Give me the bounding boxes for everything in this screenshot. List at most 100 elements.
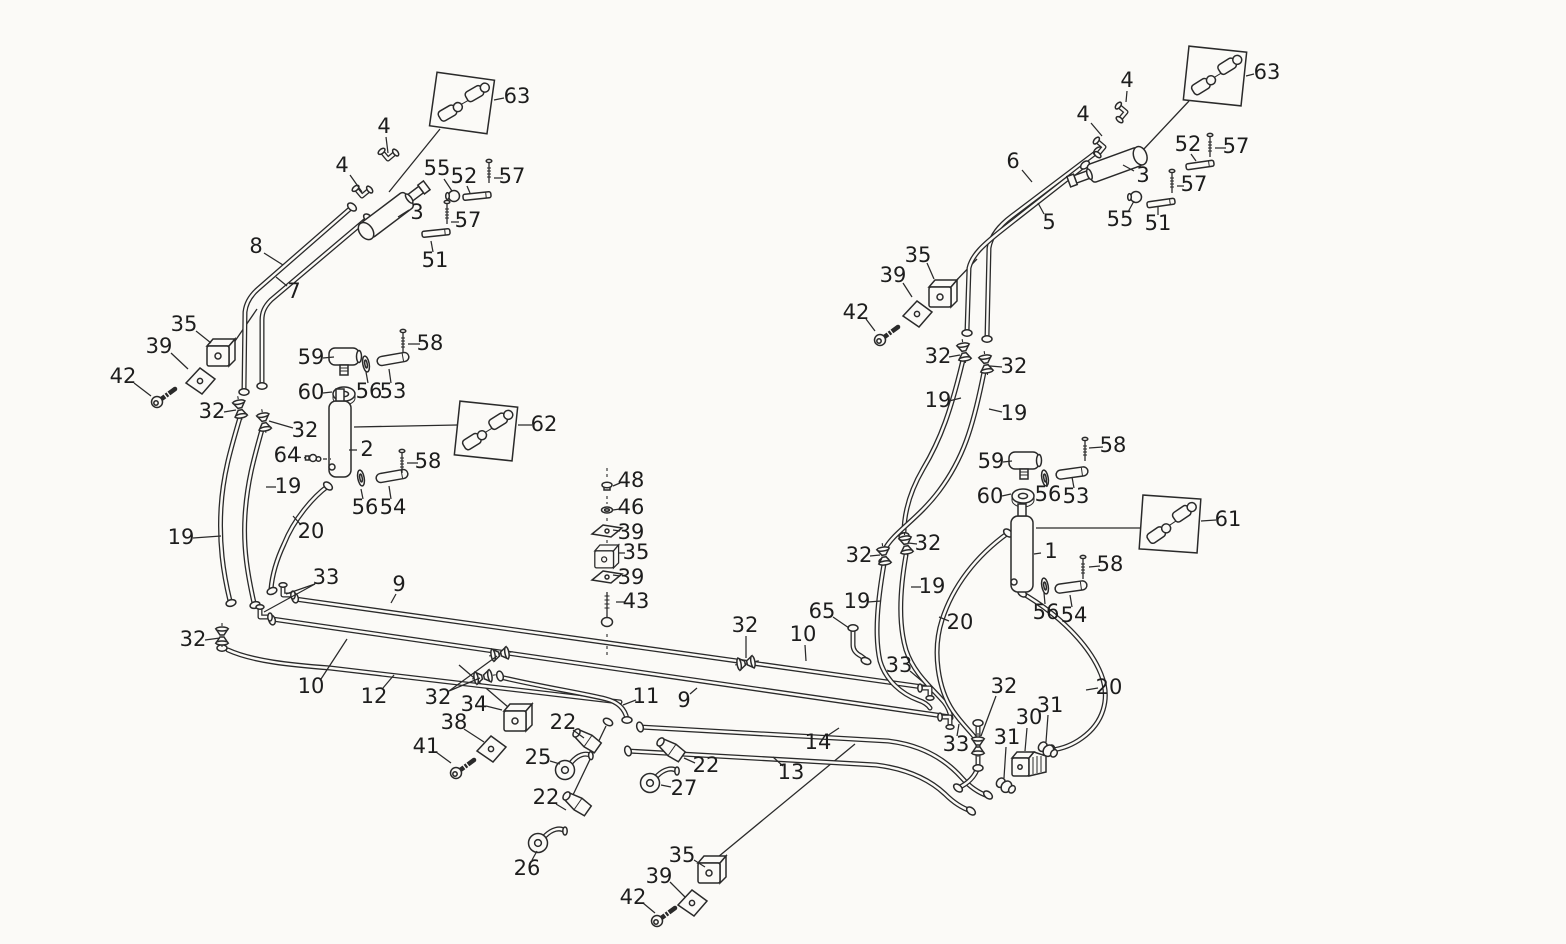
leader-56-25-0 <box>360 488 364 500</box>
leader-13-47-0 <box>772 756 784 767</box>
callout-4-85: 4 <box>1120 68 1133 92</box>
leader-22-41-0 <box>555 803 567 811</box>
callout-32-14: 32 <box>199 399 226 423</box>
callout-3-89: 3 <box>1136 163 1149 187</box>
leader-32-72-0 <box>907 542 918 545</box>
callout-41-38: 41 <box>413 734 440 758</box>
callout-60-78: 60 <box>977 484 1004 508</box>
leader-9-32-0 <box>390 593 397 604</box>
callout-53-19: 53 <box>380 379 407 403</box>
leader-11-43-0 <box>622 699 637 706</box>
detail-box-62 <box>454 401 517 461</box>
callout-63-84: 63 <box>1254 60 1281 84</box>
leader-33-31-0 <box>285 583 316 595</box>
leader-54-26-0 <box>388 485 392 500</box>
leader-42-13-0 <box>133 382 152 397</box>
leader-39-12-0 <box>170 352 189 370</box>
leader-55-3-0 <box>443 178 453 192</box>
callout-1-80: 1 <box>1044 539 1057 563</box>
leader-35-11-0 <box>195 330 212 344</box>
leader-51-8-0 <box>430 240 434 253</box>
leader-10-50-0 <box>804 644 807 662</box>
callout-19-52: 19 <box>844 589 871 613</box>
callout-54-26: 54 <box>380 495 407 519</box>
callout-26-42: 26 <box>514 856 541 880</box>
leader-20-28-0 <box>292 515 302 526</box>
callout-7-10: 7 <box>287 279 300 303</box>
leader-48-95-0 <box>612 482 621 487</box>
callout-60-20: 60 <box>298 380 325 404</box>
detail-box-61 <box>1139 495 1201 553</box>
callout-57-7: 57 <box>455 208 482 232</box>
leader-56-76-0 <box>1045 477 1048 488</box>
callout-57-88: 57 <box>1223 134 1250 158</box>
callout-55-3: 55 <box>424 156 451 180</box>
leader-52-4-0 <box>466 185 471 194</box>
leader-42-63-0 <box>642 902 656 914</box>
leader-32-15-0 <box>268 420 294 429</box>
callout-65-51: 65 <box>809 599 836 623</box>
callout-46-96: 46 <box>618 495 645 519</box>
leader-3-89-0 <box>1122 164 1135 172</box>
leader-53-77-0 <box>1071 476 1075 489</box>
callout-20-53: 20 <box>947 610 974 634</box>
callout-32-15: 32 <box>292 418 319 442</box>
callout-31-58: 31 <box>994 725 1021 749</box>
leader-19-52-0 <box>867 600 882 603</box>
leader-9-44-0 <box>689 687 698 695</box>
callout-35-64: 35 <box>905 243 932 267</box>
detail-box-63-left <box>430 72 495 134</box>
leader-12-34-0 <box>382 674 395 689</box>
callout-51-92: 51 <box>1145 211 1172 235</box>
callout-32-71: 32 <box>846 543 873 567</box>
leader-52-87-0 <box>1190 153 1197 162</box>
leader-59-16-0 <box>322 356 335 359</box>
callout-4-2: 4 <box>335 153 348 177</box>
callout-32-35: 32 <box>425 685 452 709</box>
leader-14-48-0 <box>826 727 840 737</box>
leader-31-56-0 <box>1045 714 1049 743</box>
callout-31-56: 31 <box>1037 693 1064 717</box>
callout-4-1: 4 <box>377 114 390 138</box>
leader-46-96-0 <box>612 508 621 511</box>
callout-22-41: 22 <box>533 785 560 809</box>
callout-19-69: 19 <box>925 388 952 412</box>
leader-4-85-0 <box>1125 90 1128 103</box>
callout-52-4: 52 <box>451 164 478 188</box>
leader-32-35-1 <box>448 655 498 692</box>
callout-59-74: 59 <box>978 449 1005 473</box>
callout-19-29: 19 <box>168 525 195 549</box>
hose-19-left-a <box>220 414 241 601</box>
leader-30-57-0 <box>1024 727 1028 752</box>
leader-41-38-0 <box>435 751 452 764</box>
leader-54-83-0 <box>1069 594 1073 608</box>
leader-60-78-0 <box>1001 493 1012 497</box>
callout-55-91: 55 <box>1107 207 1134 231</box>
leader-39-62-0 <box>669 881 686 898</box>
callout-39-97: 39 <box>618 520 645 544</box>
leader-65-51-0 <box>832 616 850 629</box>
leader-31-58-0 <box>1003 746 1007 779</box>
hose-19-right-a <box>904 360 963 539</box>
callout-42-66: 42 <box>843 300 870 324</box>
leader-4-86-0 <box>1090 122 1103 137</box>
leader-56-82-0 <box>1043 592 1046 605</box>
callout-3-6: 3 <box>410 200 423 224</box>
leader-1-80-0 <box>1033 552 1042 555</box>
leader-63-84-0 <box>1245 73 1255 77</box>
callout-9-44: 9 <box>677 688 690 712</box>
callout-19-70: 19 <box>1001 401 1028 425</box>
leader-8-9-0 <box>263 252 284 266</box>
detail-box-63-right <box>1183 46 1246 106</box>
leader-32-35-0 <box>448 677 481 692</box>
callout-20-60: 20 <box>1096 675 1123 699</box>
callout-27-46: 27 <box>671 776 698 800</box>
leader-32-30-0 <box>204 637 221 641</box>
tube-5 <box>967 165 1085 331</box>
callout-32-55: 32 <box>991 674 1018 698</box>
callout-32-30: 32 <box>180 627 207 651</box>
leader-35-61-0 <box>693 859 706 868</box>
leader-27-46-0 <box>660 784 672 788</box>
